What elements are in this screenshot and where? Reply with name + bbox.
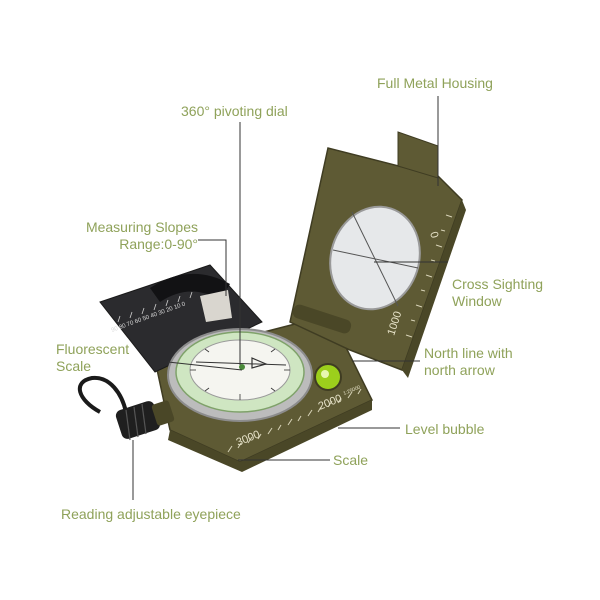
label-fluorescent-line2: Scale — [56, 358, 92, 374]
label-pivoting-dial: 360° pivoting dial — [181, 103, 288, 120]
label-cross-sighting-line2: Window — [452, 293, 502, 309]
label-north-line-line1: North line with — [424, 345, 513, 361]
level-bubble — [314, 363, 342, 391]
label-reading-eyepiece: Reading adjustable eyepiece — [61, 506, 241, 523]
label-measuring-slopes: Measuring Slopes Range:0-90° — [82, 219, 198, 253]
label-full-metal-housing-text: Full Metal Housing — [377, 75, 493, 91]
label-scale: Scale — [333, 452, 368, 469]
label-scale-text: Scale — [333, 452, 369, 468]
label-level-bubble: Level bubble — [405, 421, 484, 438]
reading-eyepiece — [115, 401, 161, 439]
label-level-bubble-text: Level bubble — [405, 421, 485, 437]
label-north-line: North line with north arrow — [424, 345, 513, 379]
eyepiece-loop — [77, 375, 128, 414]
label-north-line-line2: north arrow — [424, 362, 495, 378]
label-pivoting-dial-text: 360° pivoting dial — [181, 103, 288, 119]
label-cross-sighting-window: Cross Sighting Window — [452, 276, 543, 310]
label-measuring-slopes-line1: Measuring Slopes — [85, 219, 198, 235]
leader-lines — [132, 96, 448, 500]
north-arrow — [251, 357, 268, 369]
lid-zero-mark: 0 — [427, 230, 440, 240]
label-full-metal-housing: Full Metal Housing — [377, 75, 493, 92]
label-fluorescent-scale: Fluorescent Scale — [56, 341, 129, 375]
label-measuring-slopes-line2: Range:0-90° — [119, 236, 198, 252]
north-line — [195, 361, 287, 366]
label-cross-sighting-line1: Cross Sighting — [452, 276, 544, 292]
label-fluorescent-line1: Fluorescent — [56, 341, 130, 357]
base-scale-ticks — [227, 388, 362, 453]
label-reading-eyepiece-text: Reading adjustable eyepiece — [61, 506, 241, 522]
